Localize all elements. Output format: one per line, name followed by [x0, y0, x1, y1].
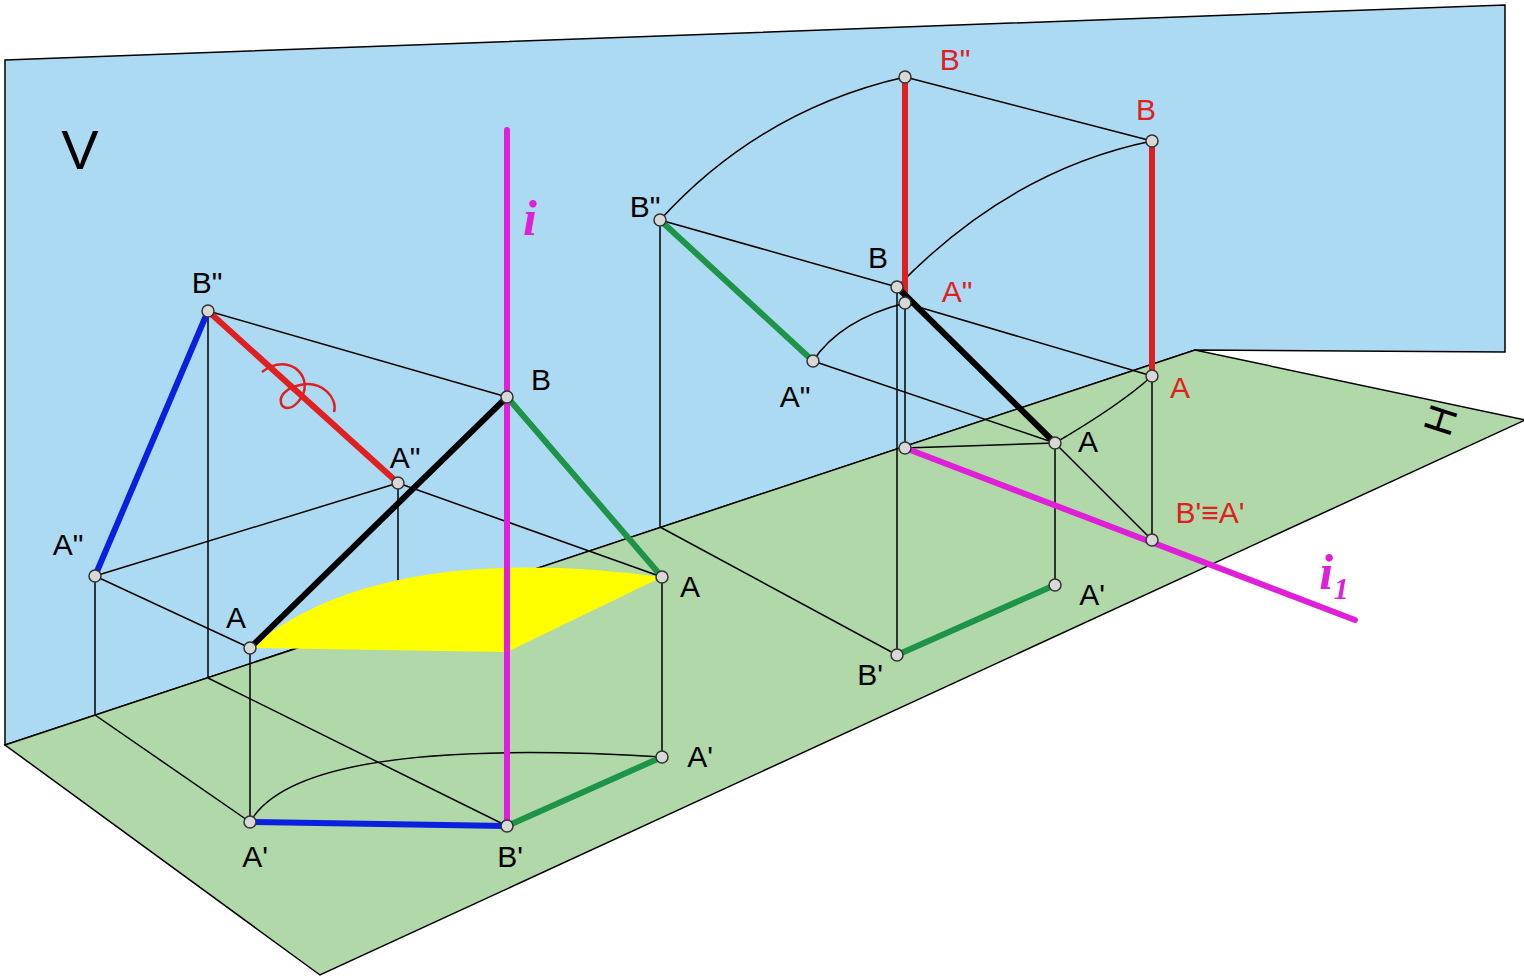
plane-label: V [61, 122, 98, 178]
point-label: B [1136, 95, 1156, 125]
point-label: B [531, 365, 551, 395]
point-label: A" [53, 530, 84, 560]
point-label: B [868, 243, 888, 273]
axis-label: i [523, 193, 537, 243]
point-label: B'≡A' [1176, 498, 1245, 528]
point-label: B" [630, 192, 661, 222]
horizontal-plane [5, 350, 1524, 975]
point-label: A [680, 572, 700, 602]
point-label: A" [780, 382, 811, 412]
point-label: A" [942, 277, 973, 307]
point-label: B" [192, 268, 223, 298]
point-label: A [1170, 373, 1190, 403]
rotation-surface [250, 568, 662, 652]
point-label: B' [497, 842, 523, 872]
rotation-symbol [262, 364, 335, 412]
point-label: A' [242, 842, 268, 872]
point-label: A' [687, 742, 713, 772]
point-label: A' [1079, 580, 1105, 610]
point-label: B' [857, 660, 883, 690]
projections [95, 77, 1355, 826]
point-dots [89, 71, 1158, 832]
point-label: A [226, 603, 246, 633]
construction-lines [95, 77, 1152, 826]
point-label: B" [940, 45, 971, 75]
axis-label: i₁ [1319, 547, 1350, 597]
point-label: A [1078, 427, 1098, 457]
point-label: A" [390, 443, 421, 473]
